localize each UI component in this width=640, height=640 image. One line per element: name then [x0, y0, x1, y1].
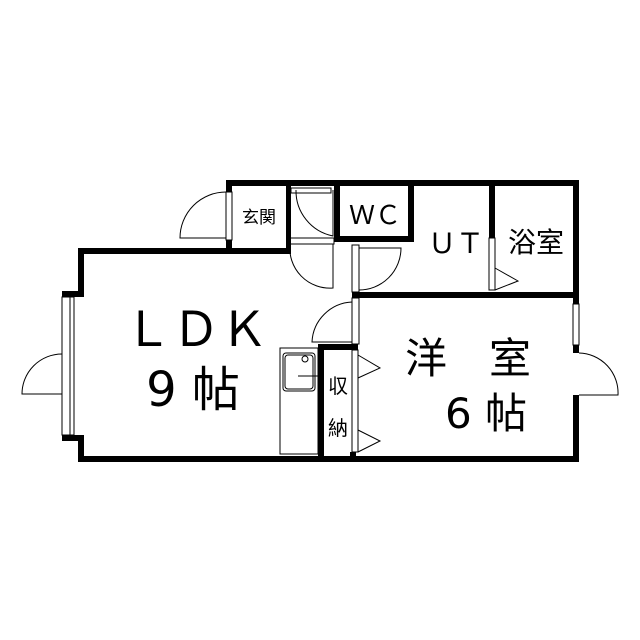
- room-label-ut: ＵＴ: [428, 227, 484, 260]
- storage-label-1: 収: [328, 374, 348, 398]
- room-label-western: 洋 室: [405, 334, 531, 383]
- room-size-western: 6 帖: [445, 389, 527, 438]
- room-size-ldk: 9 帖: [146, 362, 240, 418]
- room-label-bath: 浴室: [508, 226, 564, 259]
- room-label-ldk: ＬＤＫ: [124, 302, 268, 358]
- room-label-genkan: 玄関: [242, 208, 276, 228]
- kitchen-counter: [279, 347, 319, 455]
- walls: [62, 180, 579, 462]
- room-label-wc: ＷＣ: [349, 201, 401, 231]
- storage-label-2: 納: [328, 416, 348, 440]
- doors-windows: [21, 187, 619, 453]
